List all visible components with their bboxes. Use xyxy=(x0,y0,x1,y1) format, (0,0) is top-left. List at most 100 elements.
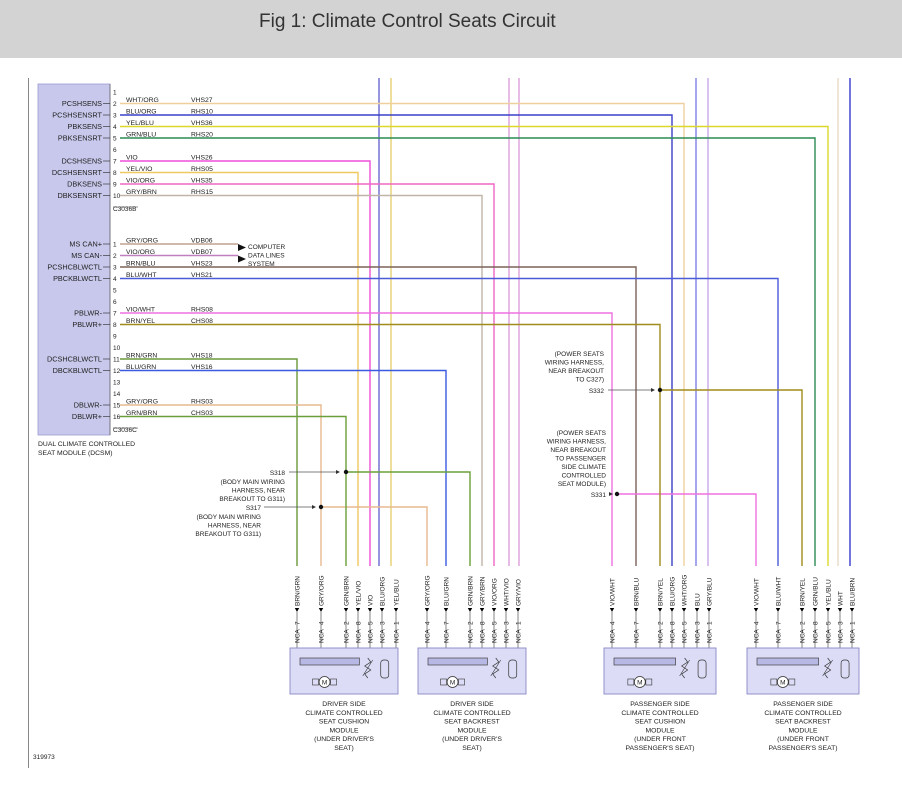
module-pin-number: 2 xyxy=(344,621,351,625)
module-nca-label: NCA xyxy=(754,629,761,643)
wire-blu-grn xyxy=(120,369,447,566)
signal-name: DBKSENSRT xyxy=(58,191,103,200)
document-number: 319973 xyxy=(33,754,55,761)
module-pin-number: 8 xyxy=(813,621,820,625)
arrow-icon xyxy=(238,255,246,263)
splice-dot xyxy=(614,491,620,497)
circuit-id-label: RHS08 xyxy=(191,306,213,313)
pin-number: 10 xyxy=(113,345,121,352)
blower-icon xyxy=(312,678,319,686)
wire-grn-blu xyxy=(120,137,816,566)
circuit-id-label: RHS03 xyxy=(191,398,213,405)
module-nca-label: NCA xyxy=(380,629,387,643)
wire-gry-org xyxy=(120,404,322,566)
wire-color-label: BRN/BLU xyxy=(126,260,156,267)
connector-pin-icon xyxy=(657,608,663,612)
splice-name: S317 xyxy=(246,505,262,512)
splice-name: S318 xyxy=(270,470,286,477)
signal-name: PCSHSENS xyxy=(62,99,102,108)
module-wire-label: BRN/YEL xyxy=(658,578,665,606)
module-pin-number: 3 xyxy=(695,621,702,625)
splice-note: (POWER SEATS xyxy=(555,351,605,358)
module-wire-label: VIO/ORG xyxy=(492,578,499,606)
module-label: MODULE xyxy=(645,727,675,734)
pin-number: 15 xyxy=(113,402,121,409)
pin-number: 3 xyxy=(113,264,117,271)
blower-icon xyxy=(645,678,653,686)
wire-color-label: BRN/YEL xyxy=(126,318,155,325)
dcsm-label: DUAL CLIMATE CONTROLLED xyxy=(38,441,135,448)
wire-blu-wht xyxy=(120,277,779,566)
computer-data-lines-label: COMPUTER xyxy=(248,244,286,251)
module-nca-label: NCA xyxy=(468,629,475,643)
module-nca-label: NCA xyxy=(695,629,702,643)
wire-wht-org xyxy=(120,102,685,566)
motor-icon-glyph: M xyxy=(780,680,785,687)
connector-pin-icon xyxy=(467,608,473,612)
connector-pin-icon xyxy=(443,608,449,612)
signal-name: DBLWR- xyxy=(74,401,103,410)
pin-number: 5 xyxy=(113,135,117,142)
connector-pin-icon xyxy=(424,608,430,612)
wire-color-label: VIO xyxy=(126,154,138,161)
wire-color-label: YEL/BLU xyxy=(126,120,154,127)
circuit-id-label: RHS15 xyxy=(191,189,213,196)
signal-name: DBCKBLWCTL xyxy=(53,366,102,375)
arrow-icon xyxy=(336,470,340,474)
pin-number: 5 xyxy=(113,287,117,294)
module-wire-label: GRN/BRN xyxy=(344,576,351,606)
module-pin-number: 3 xyxy=(380,621,387,625)
connector-pin-icon xyxy=(367,608,373,612)
wire-color-label: GRN/BLU xyxy=(126,131,156,138)
circuit-id-label: VHS27 xyxy=(191,97,213,104)
connector-name: C3036B xyxy=(113,206,137,213)
module-pin-number: 1 xyxy=(394,621,401,625)
connector-pin-icon xyxy=(753,608,759,612)
heater-element-icon xyxy=(613,657,676,666)
motor-icon-glyph: M xyxy=(450,680,455,687)
signal-name: PBCKBLWCTL xyxy=(53,274,102,283)
circuit-id-label: VHS36 xyxy=(191,120,213,127)
module-label: CLIMATE CONTROLLED xyxy=(433,710,510,717)
thermistor-arrow xyxy=(490,659,502,677)
connector-pin-icon xyxy=(694,608,700,612)
wire-brn-grn xyxy=(120,358,298,566)
module-pin-number: 2 xyxy=(468,621,475,625)
signal-name: PCSHSENSRT xyxy=(52,111,102,120)
module-body xyxy=(417,647,527,695)
module-pin-number: 7 xyxy=(776,621,783,625)
wire-gry-brn xyxy=(120,194,483,566)
pin-number: 12 xyxy=(113,368,121,375)
module-wire-label: BLU/ORG xyxy=(380,577,387,606)
signal-name: DCSHSENS xyxy=(61,157,102,166)
connector-pin-icon xyxy=(825,608,831,612)
module-wire-label: GRN/BRN xyxy=(468,576,475,606)
module-nca-label: NCA xyxy=(295,629,302,643)
connector-pin-icon xyxy=(799,608,805,612)
module-nca-label: NCA xyxy=(480,629,487,643)
module-wire-label: GRY/BLU xyxy=(707,577,714,606)
arrow-icon xyxy=(312,505,316,509)
module-label: DRIVER SIDE xyxy=(450,701,494,708)
thermistor-arrow xyxy=(822,659,833,677)
connector-pin-icon xyxy=(633,608,639,612)
module-nca-label: NCA xyxy=(344,629,351,643)
module-nca-label: NCA xyxy=(356,629,363,643)
wire-color-label: BLU/ORG xyxy=(126,108,157,115)
pin-number: 11 xyxy=(113,356,120,363)
circuit-id-label: RHS05 xyxy=(191,166,213,173)
module-nca-label: NCA xyxy=(682,629,689,643)
module-wire-label: BLU xyxy=(695,593,702,606)
module-pin-number: 1 xyxy=(707,621,714,625)
signal-name: PBLWR- xyxy=(74,309,102,318)
module-label: PASSENGER SIDE xyxy=(630,701,690,708)
signal-name: DBLWR+ xyxy=(72,412,102,421)
connector-pin-icon xyxy=(669,608,675,612)
module-pin-number: 8 xyxy=(480,621,487,625)
pin-number: 7 xyxy=(113,310,117,317)
motor-icon xyxy=(318,676,331,688)
signal-name: DBKSENS xyxy=(67,180,102,189)
wire-color-label: GRN/BRN xyxy=(126,410,157,417)
module-wire-label: YEL/VIO xyxy=(356,581,363,606)
connector-pin-icon xyxy=(849,608,855,612)
